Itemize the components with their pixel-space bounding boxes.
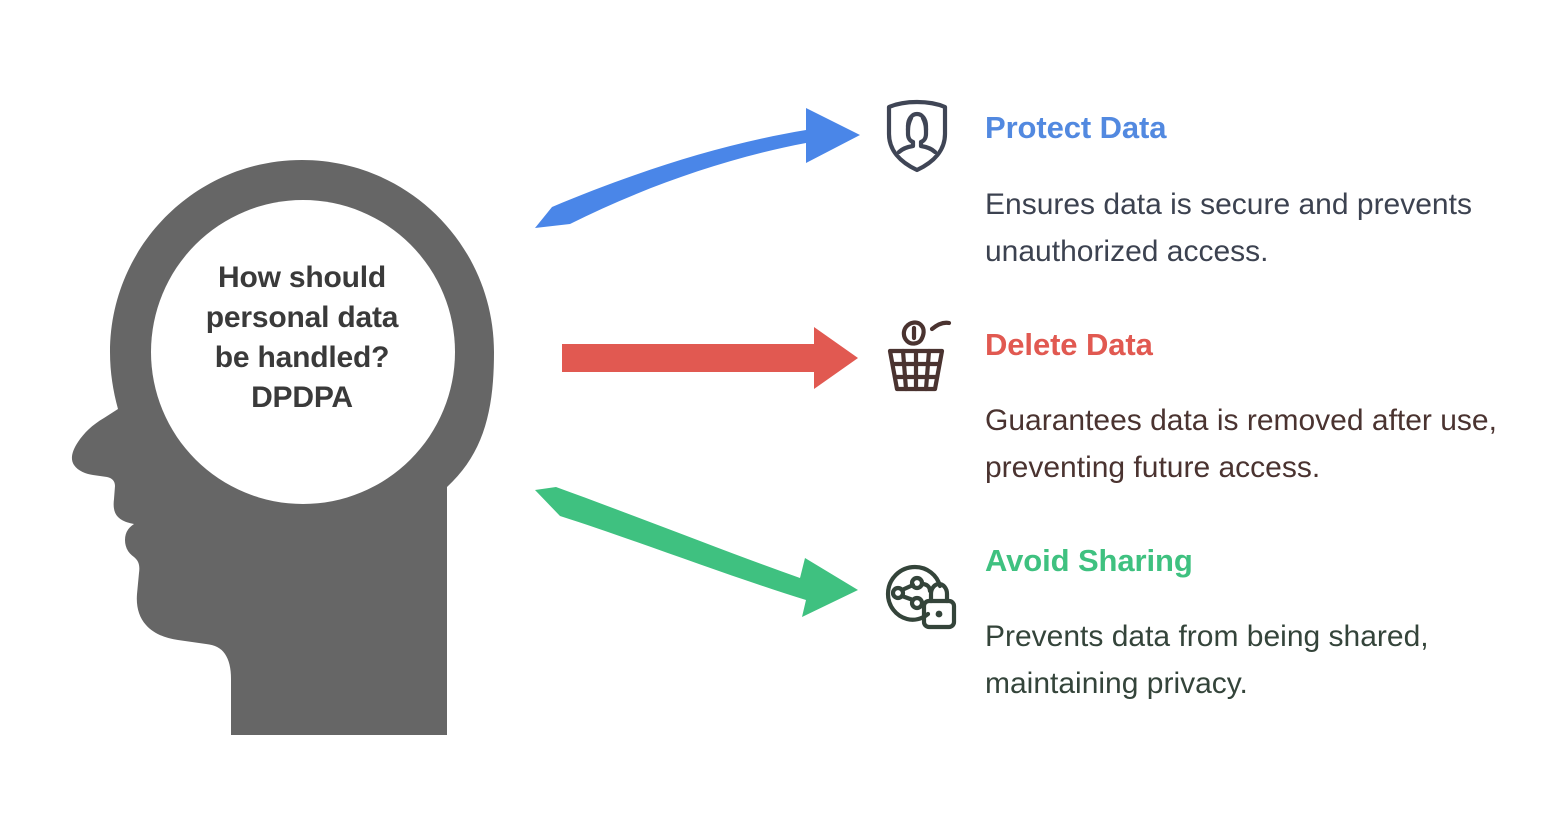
arrow-to-delete-data xyxy=(562,327,858,389)
branch-body-delete-data: Guarantees data is removed after use, pr… xyxy=(985,404,1497,484)
share-lock-icon xyxy=(885,564,957,630)
arrow-to-avoid-sharing xyxy=(535,487,858,617)
branch-title-protect-data: Protect Data xyxy=(985,110,1167,145)
shield-person-icon xyxy=(886,99,948,173)
arrow-to-protect-data xyxy=(535,108,860,228)
central-question-text: How should personal data be handled? DPD… xyxy=(205,261,399,414)
head-profile-silhouette xyxy=(71,160,495,735)
branch-title-avoid-sharing: Avoid Sharing xyxy=(985,543,1193,578)
branch-body-avoid-sharing: Prevents data from being shared, maintai… xyxy=(985,620,1429,700)
branch-title-delete-data: Delete Data xyxy=(985,327,1153,362)
branch-body-protect-data: Ensures data is secure and prevents unau… xyxy=(985,188,1472,268)
trash-can-icon xyxy=(887,320,952,392)
